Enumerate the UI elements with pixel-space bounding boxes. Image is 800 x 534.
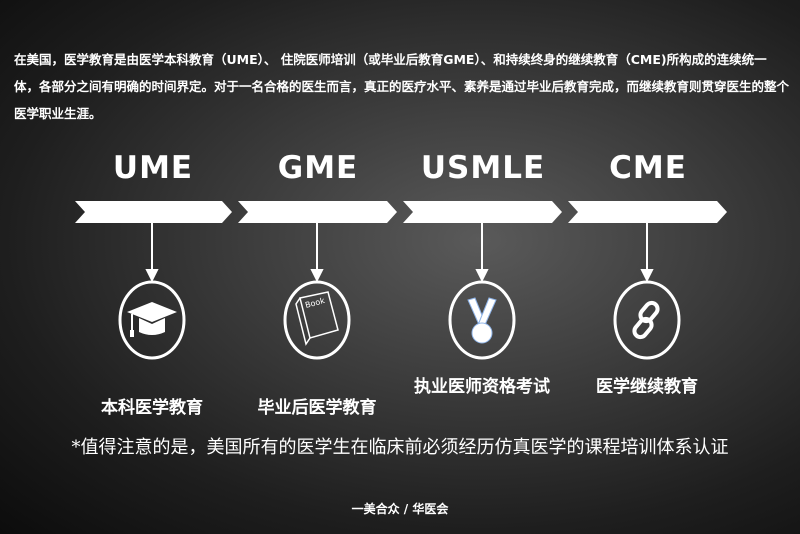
chevron-cme — [568, 201, 727, 223]
stage-title-usmle: USMLE — [420, 150, 546, 186]
circle-usmle — [448, 280, 516, 360]
stage-label-cme: 医学继续教育 — [596, 377, 698, 397]
svg-text:Book: Book — [304, 296, 326, 310]
stage-title-cme: CME — [609, 150, 687, 186]
chevron-usmle — [403, 201, 562, 223]
credit: 一美合众 / 华医会 — [351, 502, 449, 516]
chevron-gme — [238, 201, 397, 223]
intro-paragraph: 在美国，医学教育是由医学本科教育（UME）、 住院医师培训（或毕业后教育GME）… — [14, 52, 790, 121]
stage-title-ume: UME — [112, 150, 194, 186]
chevron-ume — [75, 201, 232, 223]
footnote: *值得注意的是，美国所有的医学生在临床前必须经历仿真医学的课程培训体系认证 — [71, 437, 729, 458]
stage-label-gme: 毕业后医学教育 — [257, 398, 377, 418]
circle-gme — [283, 280, 351, 360]
graduation-cap-icon — [127, 302, 177, 337]
stage-title-gme: GME — [277, 150, 359, 186]
stage-label-usmle: 执业医师资格考试 — [414, 377, 550, 397]
book-icon: Book — [295, 291, 339, 346]
medal-icon — [467, 297, 497, 344]
link-icon — [632, 300, 660, 340]
circle-ume — [118, 280, 186, 360]
circle-cme — [613, 280, 681, 360]
stage-label-ume: 本科医学教育 — [101, 398, 203, 418]
